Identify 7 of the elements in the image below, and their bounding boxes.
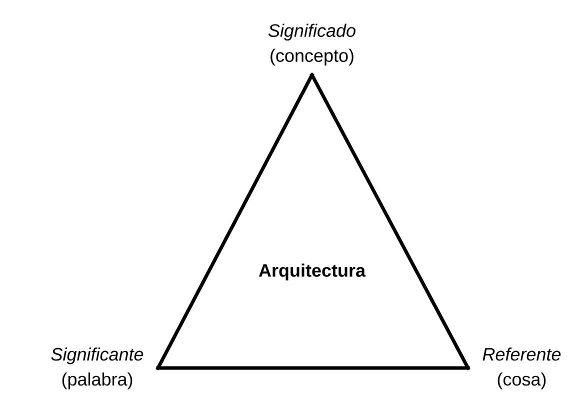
corner-label: Significado (concepto) xyxy=(268,24,356,66)
corner-label: Referente (cosa) xyxy=(482,347,561,390)
center-label: Arquitectura xyxy=(258,264,366,280)
triangle-side xyxy=(156,73,314,370)
corner-label: Significante (palabra) xyxy=(51,347,144,390)
triangle-side xyxy=(310,73,470,370)
triangle-side xyxy=(156,366,470,370)
